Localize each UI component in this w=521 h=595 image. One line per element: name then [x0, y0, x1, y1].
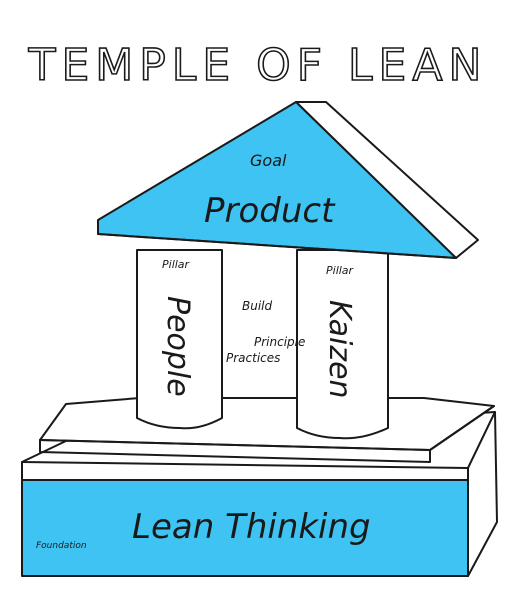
pillar-right: Pillar Kaizen: [296, 249, 389, 440]
pillar-right-label: Kaizen: [322, 300, 357, 399]
pillar-left-label: People: [160, 296, 195, 397]
center-line2: Principle: [254, 335, 305, 349]
roof-goal-label: Goal: [250, 151, 287, 170]
roof: Goal Product: [97, 101, 479, 259]
pillar-left: Pillar People: [136, 249, 223, 430]
roof-product-label: Product: [204, 191, 336, 231]
diagram-title: TEMPLE OF LEAN: [28, 40, 488, 91]
foundation-tag: Foundation: [36, 541, 87, 551]
center-line3: Practices: [226, 351, 280, 365]
pillar-left-tag: Pillar: [162, 258, 191, 271]
pillar-right-tag: Pillar: [326, 264, 355, 277]
center-line1: Build: [242, 299, 273, 313]
foundation-main-label: Lean Thinking: [132, 507, 371, 547]
foundation-front-face: [21, 479, 469, 577]
